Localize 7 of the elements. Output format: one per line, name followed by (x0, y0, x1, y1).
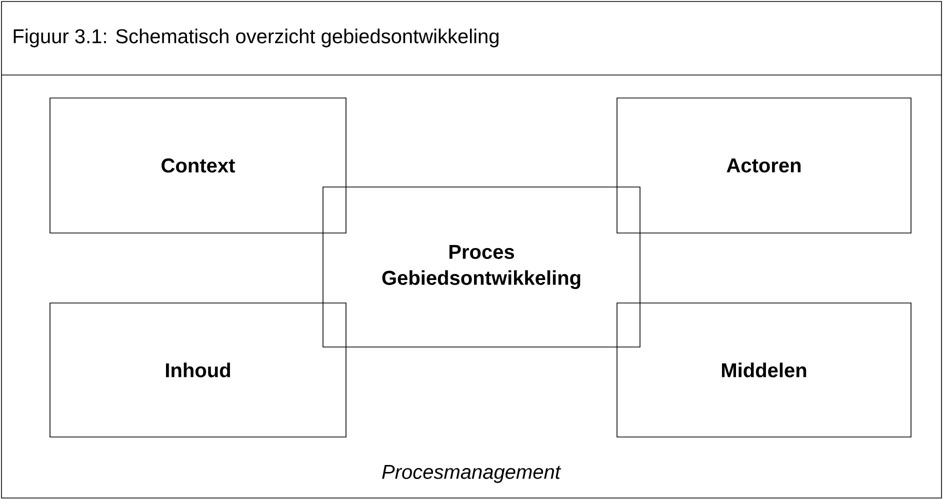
process-box: Actoren (616, 98, 912, 234)
process-box: Inhoud (50, 302, 346, 438)
process-box: Context (50, 98, 346, 234)
figure-title: Figuur 3.1: Schematisch overzicht gebiedsontwikkeling (14, 28, 498, 48)
caption-label: Procesmanagement (382, 465, 562, 483)
process-box: Proces Gebiedsontwikkeling (322, 186, 640, 348)
process-box: Middelen (616, 302, 912, 438)
